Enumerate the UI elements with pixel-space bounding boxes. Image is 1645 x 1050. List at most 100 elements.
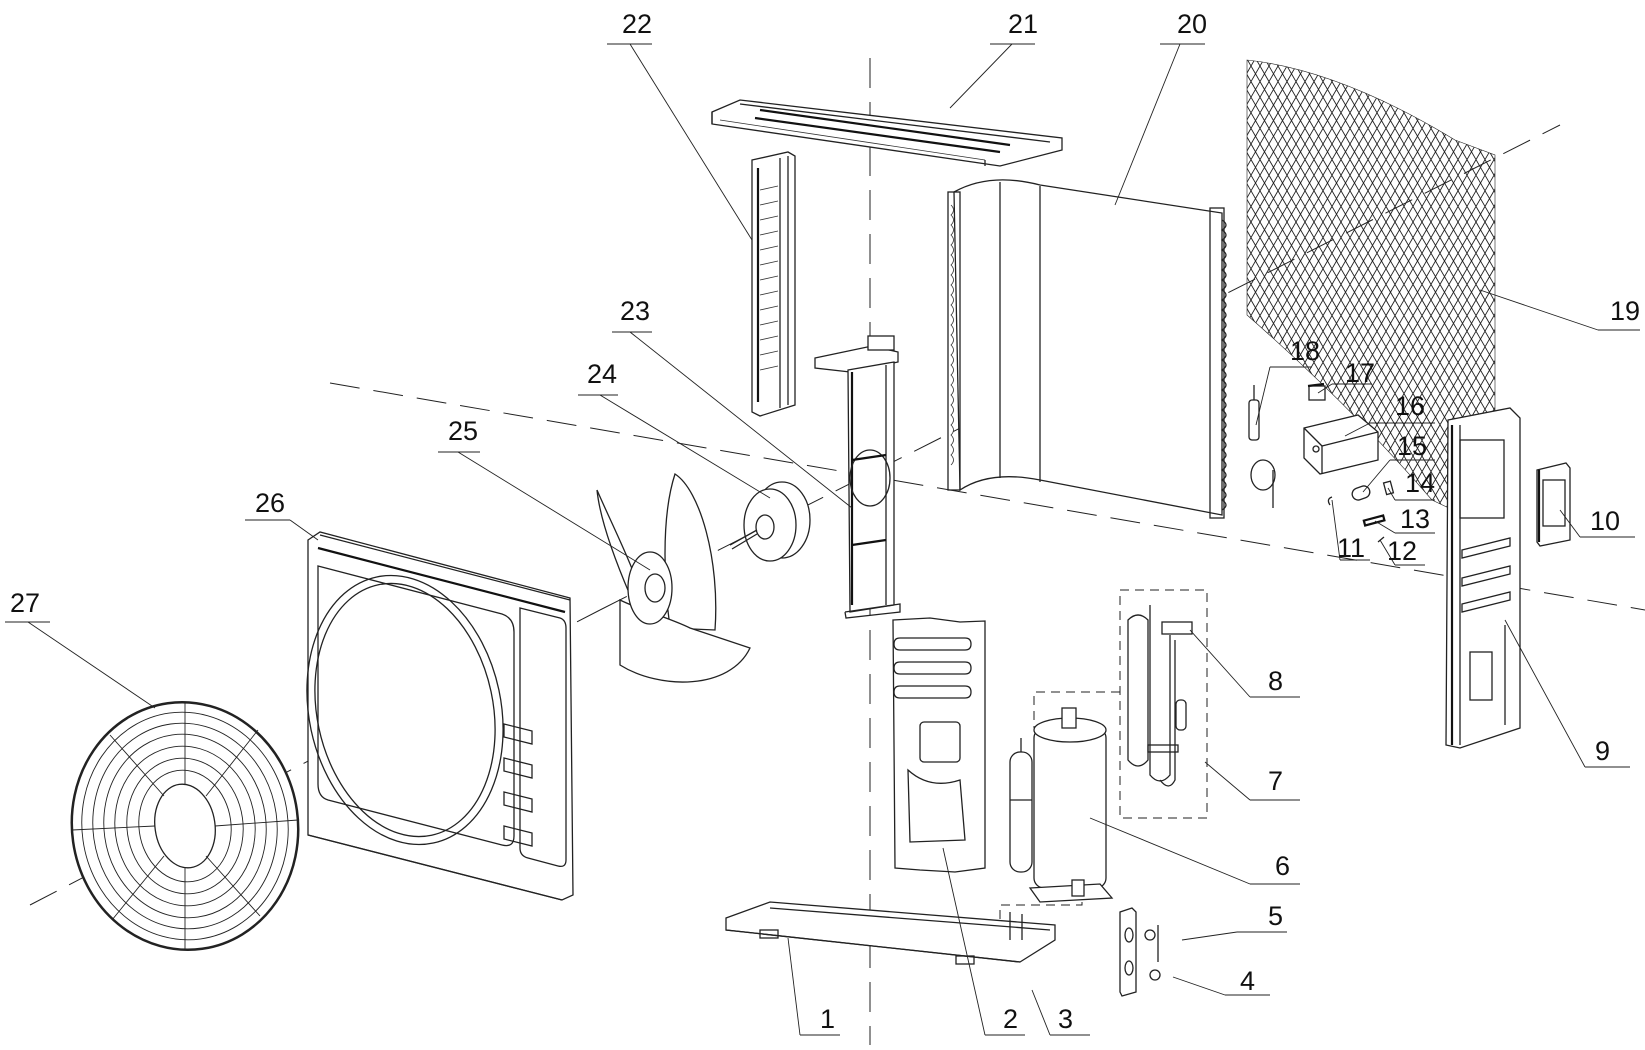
callout-number: 8: [1268, 666, 1283, 696]
callout-axial-fan: 25: [438, 416, 651, 571]
callout-temperature-sensor: 18: [1255, 336, 1320, 426]
part-valve-cover: [1536, 462, 1571, 547]
callout-number: 21: [1008, 9, 1038, 39]
callout-number: 1: [820, 1004, 835, 1034]
callout-number: 19: [1610, 296, 1640, 326]
condenser-left-header: [947, 191, 961, 491]
part-front-panel: [306, 531, 574, 901]
callout-left-side-panel: 22: [607, 9, 753, 241]
part-temperature-sensor: [1248, 385, 1276, 508]
condenser-right-header: [1209, 207, 1227, 519]
side-panel-slots: [1461, 537, 1511, 613]
part-gas-valve: [1144, 925, 1159, 962]
callout-front-panel: 26: [245, 488, 319, 541]
part-partition-plate: [892, 617, 986, 873]
callout-partition-plate: 2: [942, 847, 1025, 1036]
callout-valve-bracket: 3: [1031, 989, 1090, 1036]
part-base-pan: [725, 901, 1056, 965]
callout-fan-motor: 24: [578, 359, 771, 499]
leader-line: [1031, 989, 1051, 1036]
part-wire-clip: [1327, 496, 1333, 506]
callout-number: 27: [10, 588, 40, 618]
callout-number: 16: [1395, 391, 1425, 421]
callout-rear-grille: 19: [1479, 289, 1640, 331]
part-axial-fan: [596, 472, 751, 683]
leader-line: [1331, 499, 1341, 561]
callout-number: 15: [1397, 431, 1427, 461]
leader-line: [1172, 976, 1226, 996]
callout-number: 12: [1387, 536, 1417, 566]
leader-line: [1317, 383, 1333, 394]
leader-line: [289, 519, 319, 541]
part-compressor: [1009, 707, 1114, 903]
piping-group-outline: [1119, 589, 1208, 819]
leader-line: [787, 937, 801, 1036]
leader-line: [1479, 289, 1599, 331]
part-terminal-block: [1362, 514, 1386, 527]
leader-line: [1362, 459, 1391, 493]
part-piping-assembly: [999, 589, 1208, 960]
leader-line: [1189, 629, 1251, 698]
leader-line: [1114, 43, 1181, 206]
leader-line: [1089, 817, 1251, 885]
callout-number: 2: [1003, 1004, 1018, 1034]
callout-right-side-panel: 9: [1504, 619, 1630, 768]
part-condenser: [947, 179, 1227, 519]
leader-line: [949, 43, 1013, 109]
callout-number: 18: [1290, 336, 1320, 366]
callout-base-pan: 1: [787, 937, 840, 1036]
callout-valve-cover: 10: [1559, 506, 1635, 538]
leader-line: [1255, 366, 1271, 426]
part-cable-clamp: [1307, 382, 1326, 401]
part-front-grille: [70, 700, 300, 952]
part-screw: [1377, 536, 1385, 543]
callout-number: 14: [1405, 468, 1435, 498]
leader-line: [1559, 509, 1581, 538]
callout-compressor: 6: [1089, 817, 1300, 885]
callout-piping-assembly: 7: [1204, 761, 1300, 801]
callout-screw: 12: [1379, 536, 1425, 566]
callout-number: 25: [448, 416, 478, 446]
callout-capacitor: 15: [1362, 431, 1435, 493]
callout-top-cover: 21: [949, 9, 1038, 109]
callout-electric-box: 16: [1344, 391, 1435, 437]
callout-number: 6: [1275, 851, 1290, 881]
leader-line: [1181, 931, 1238, 941]
callout-number: 22: [622, 9, 652, 39]
leader-line: [942, 847, 986, 1036]
part-left-side-panel: [751, 151, 796, 417]
part-valve-bracket: [1119, 907, 1137, 997]
callout-liquid-valve: 4: [1172, 966, 1270, 996]
leader-line: [1379, 539, 1396, 566]
callout-condenser: 20: [1114, 9, 1207, 206]
leader-line: [599, 394, 771, 499]
callout-motor-bracket: 23: [612, 296, 853, 509]
front-panel-vents: [503, 723, 533, 847]
part-top-cover: [711, 99, 1063, 167]
leader-line: [1374, 520, 1396, 534]
leader-line: [629, 43, 753, 241]
leader-line: [1504, 619, 1586, 768]
leader-line: [1387, 487, 1396, 501]
part-motor-bracket: [814, 335, 901, 619]
callout-number: 24: [587, 359, 617, 389]
callout-number: 4: [1240, 966, 1255, 996]
horizontal-axis: [329, 382, 1645, 611]
leader-line: [457, 451, 651, 571]
leader-line: [1204, 761, 1251, 801]
callout-front-grille: 27: [5, 588, 156, 709]
callout-terminal-block: 13: [1374, 504, 1435, 534]
part-electric-box: [1303, 414, 1379, 475]
callout-cable-clamp: 17: [1317, 358, 1375, 394]
leader-line: [27, 621, 156, 709]
callout-number: 9: [1595, 736, 1610, 766]
callout-number: 17: [1345, 358, 1375, 388]
callout-gas-valve: 5: [1181, 901, 1287, 941]
four-way-valve-body: [1161, 621, 1193, 635]
callout-wire-clip: 11: [1331, 499, 1370, 563]
leader-line: [629, 331, 853, 509]
part-capacitor: [1351, 485, 1371, 501]
callout-number: 10: [1590, 506, 1620, 536]
